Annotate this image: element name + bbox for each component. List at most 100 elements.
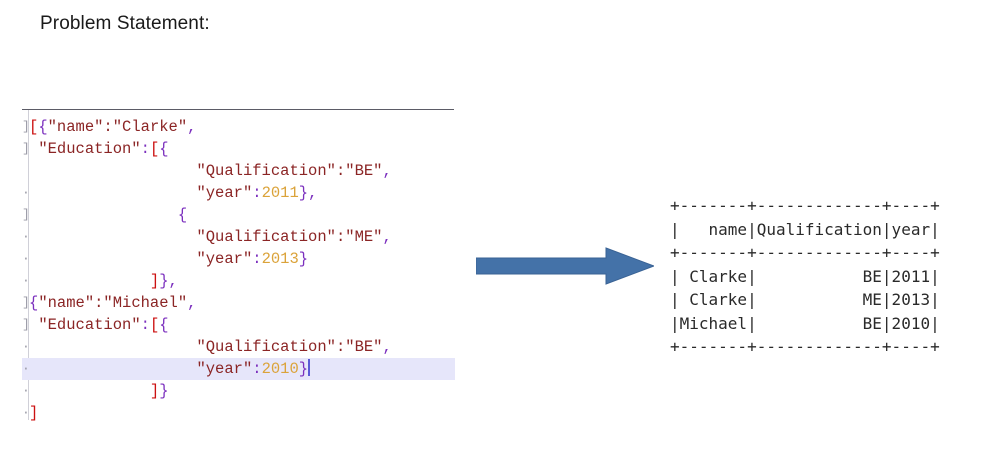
- code-token-punct: ,: [382, 338, 392, 356]
- code-fold-marker[interactable]: ·: [22, 182, 29, 204]
- code-line-text: "Education":[{: [29, 138, 168, 160]
- code-line[interactable]: ] "Education":[{: [22, 138, 454, 160]
- code-line[interactable]: · "Qualification":"ME",: [22, 226, 454, 248]
- code-line[interactable]: ][{"name":"Clarke",: [22, 116, 454, 138]
- code-token-str: "name":"Clarke": [47, 118, 188, 136]
- code-token-num: 2013: [261, 250, 299, 268]
- code-line[interactable]: · "year":2013}: [22, 248, 454, 270]
- code-line-text: ]}: [29, 380, 169, 402]
- code-fold-marker[interactable]: ·: [22, 270, 29, 292]
- code-line-text: "Qualification":"BE",: [29, 336, 392, 358]
- code-token-punct: ,: [382, 162, 392, 180]
- code-token-punct: {: [38, 118, 48, 136]
- code-token-brk: ]: [29, 404, 39, 422]
- table-row: | Clarke| BE|2011|: [670, 266, 940, 286]
- code-token-str: "year": [196, 250, 253, 268]
- code-token-brk: ]: [149, 272, 160, 290]
- code-fold-marker[interactable]: ]: [22, 138, 29, 160]
- code-line[interactable]: ] "Education":[{: [22, 314, 454, 336]
- code-token-punct: {: [177, 206, 188, 224]
- code-token-plain: [29, 250, 196, 268]
- code-fold-marker[interactable]: ·: [22, 358, 29, 380]
- code-line[interactable]: "Qualification":"BE",: [22, 160, 454, 182]
- code-line-text: [{"name":"Clarke",: [29, 116, 196, 138]
- code-fold-marker[interactable]: ·: [22, 248, 29, 270]
- code-line-text: "Qualification":"BE",: [29, 160, 392, 182]
- code-fold-marker[interactable]: ·: [22, 402, 29, 424]
- code-token-plain: [29, 206, 178, 224]
- code-token-plain: [29, 140, 38, 158]
- code-token-plain: [29, 184, 196, 202]
- code-line[interactable]: ]{"name":"Michael",: [22, 292, 454, 314]
- code-fold-marker[interactable]: ]: [22, 204, 29, 226]
- table-row: +-------+-------------+----+: [670, 337, 940, 356]
- code-token-str: "Qualification":"ME": [196, 228, 383, 246]
- code-token-punct: }: [298, 250, 309, 268]
- right-arrow-svg: [475, 247, 656, 285]
- code-line[interactable]: ·]: [22, 402, 454, 424]
- code-token-str: "year": [196, 184, 253, 202]
- code-token-plain: [29, 162, 196, 180]
- code-token-num: 2011: [261, 184, 299, 202]
- code-line[interactable]: ] {: [22, 204, 454, 226]
- code-line[interactable]: · "year":2011},: [22, 182, 454, 204]
- code-token-plain: [29, 228, 196, 246]
- code-fold-marker[interactable]: ·: [22, 380, 29, 402]
- code-token-brk: [: [149, 316, 160, 334]
- right-arrow-icon: [475, 246, 656, 286]
- code-line-text: {: [29, 204, 187, 226]
- json-code-editor[interactable]: ][{"name":"Clarke",] "Education":[{ "Qua…: [22, 109, 455, 422]
- table-row: | Clarke| ME|2013|: [670, 290, 940, 309]
- code-line[interactable]: · ]}: [22, 380, 454, 402]
- code-token-punct: :: [252, 184, 262, 202]
- code-line-text: "year":2010}: [29, 358, 308, 380]
- code-token-punct: :: [140, 316, 150, 334]
- table-row: +-------+-------------+----+: [670, 243, 940, 262]
- code-token-str: "name":"Michael": [38, 294, 188, 312]
- code-line[interactable]: · ]},: [22, 270, 454, 292]
- code-token-str: "Education": [38, 140, 141, 158]
- code-token-str: "Qualification":"BE": [196, 162, 383, 180]
- code-token-plain: [29, 272, 150, 290]
- code-token-punct: }: [298, 360, 309, 378]
- code-line-text: "year":2013}: [29, 248, 308, 270]
- code-token-plain: [29, 338, 196, 356]
- code-token-str: "Education": [38, 316, 141, 334]
- code-fold-marker[interactable]: ·: [22, 336, 29, 358]
- page-title: Problem Statement:: [40, 13, 210, 34]
- code-token-punct: ,: [187, 118, 197, 136]
- code-token-punct: ,: [382, 228, 392, 246]
- table-row: | name|Qualification|year|: [670, 219, 940, 239]
- code-fold-marker[interactable]: ·: [22, 226, 29, 248]
- code-line[interactable]: · "Qualification":"BE",: [22, 336, 454, 358]
- code-token-brk: [: [29, 118, 39, 136]
- code-line-text: ]: [29, 402, 38, 424]
- output-ascii-table: +-------+-------------+----+ | name|Quali…: [670, 194, 940, 359]
- editor-code-lines[interactable]: ][{"name":"Clarke",] "Education":[{ "Qua…: [22, 116, 455, 424]
- code-token-plain: [29, 382, 150, 400]
- code-line-text: {"name":"Michael",: [29, 292, 196, 314]
- code-fold-marker[interactable]: ]: [22, 292, 29, 314]
- code-token-punct: },: [298, 184, 318, 202]
- code-token-brk: [: [149, 140, 160, 158]
- text-caret: [308, 359, 310, 376]
- code-token-punct: {: [159, 316, 169, 334]
- code-token-plain: [29, 316, 38, 334]
- code-token-punct: {: [29, 294, 39, 312]
- code-token-brk: ]: [149, 382, 160, 400]
- code-line[interactable]: · "year":2010}: [22, 358, 455, 380]
- code-line-text: "year":2011},: [29, 182, 317, 204]
- code-token-punct: }: [159, 382, 169, 400]
- code-line-text: ]},: [29, 270, 178, 292]
- code-fold-marker[interactable]: ]: [22, 314, 29, 336]
- code-token-punct: },: [159, 272, 178, 290]
- table-row: +-------+-------------+----+: [670, 196, 940, 215]
- code-token-plain: [29, 360, 196, 378]
- code-token-punct: :: [252, 250, 262, 268]
- code-token-punct: :: [252, 360, 262, 378]
- table-row: |Michael| BE|2010|: [670, 313, 940, 333]
- code-token-str: "year": [196, 360, 253, 378]
- code-fold-marker[interactable]: ]: [22, 116, 29, 138]
- code-token-str: "Qualification":"BE": [196, 338, 383, 356]
- code-token-punct: :: [140, 140, 150, 158]
